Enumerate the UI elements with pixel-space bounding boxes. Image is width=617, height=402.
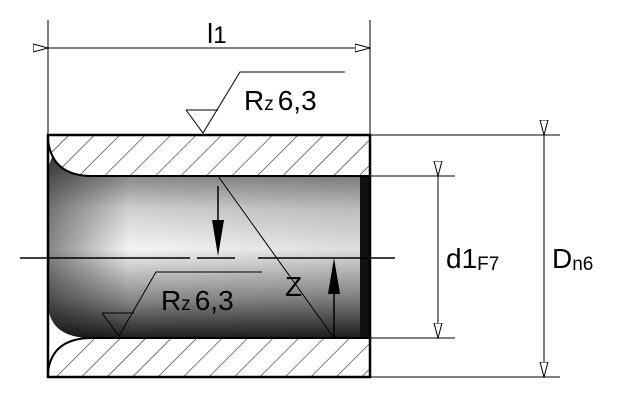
diameter-extension-lines: [370, 134, 560, 378]
top-wall-section: [47, 134, 371, 177]
bore-surface: [48, 140, 370, 338]
z-down-arrow: [212, 186, 224, 256]
bushing-outline: [46, 133, 372, 379]
length-dimension: [48, 20, 370, 135]
bore-symbol: d1: [446, 243, 477, 274]
svg-text:d1F7: d1F7: [446, 243, 499, 275]
svg-text:Rz6,3: Rz6,3: [244, 85, 317, 116]
length-subscript: 1: [213, 22, 226, 49]
svg-text:l1: l1: [207, 18, 227, 49]
roughness-top-value: 6,3: [278, 85, 317, 116]
z-up-arrow: [328, 258, 340, 338]
length-symbol: l: [207, 18, 213, 49]
roughness-bottom-r: R: [161, 285, 181, 316]
bore-tolerance: F7: [477, 254, 499, 275]
z-leader-line: [217, 175, 335, 339]
roughness-bottom-value: 6,3: [195, 285, 234, 316]
bottom-wall-section: [47, 337, 371, 378]
roughness-symbol-top: [185, 71, 345, 134]
outer-symbol: D: [552, 243, 572, 274]
svg-text:Dn6: Dn6: [552, 243, 593, 275]
outer-tolerance: n6: [572, 254, 593, 275]
z-label: Z: [285, 271, 302, 302]
roughness-top-z: z: [264, 94, 274, 115]
svg-text:Rz6,3: Rz6,3: [161, 285, 234, 316]
roughness-symbol-bottom: [101, 271, 262, 337]
roughness-top-r: R: [244, 85, 264, 116]
roughness-bottom-z: z: [181, 294, 191, 315]
